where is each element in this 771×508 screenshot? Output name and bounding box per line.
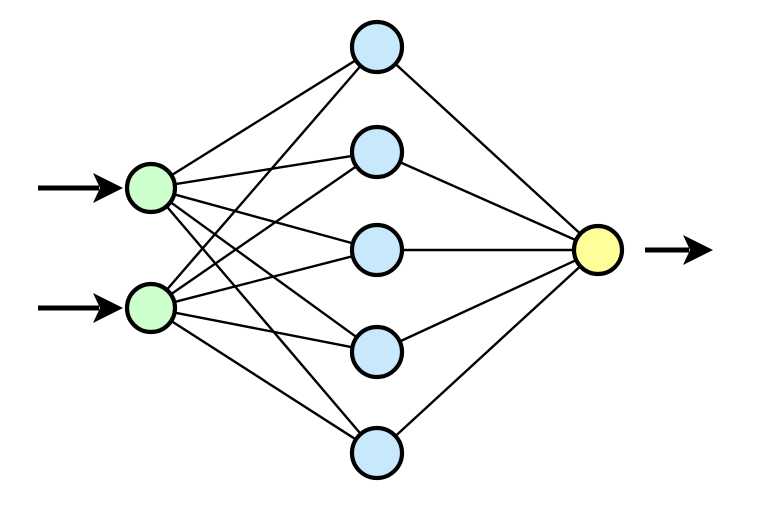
node-h1[interactable] [349,19,405,75]
edge-h4-o1 [397,258,579,344]
edge-i2-h1 [164,63,363,293]
edge-i1-h5 [164,203,363,437]
node-o1[interactable] [571,223,625,277]
input-arrow-1 [38,173,123,203]
node-i1[interactable] [124,161,178,215]
node-h2[interactable] [349,124,405,180]
output-arrow-1 [645,235,713,265]
edge-i1-h3 [171,192,356,245]
edge-i2-h2 [168,164,359,297]
edge-i2-h3 [171,254,356,304]
edge-h1-o1 [393,61,583,236]
node-h4[interactable] [349,324,405,380]
input-arrow-2-head [93,293,123,323]
input-arrow-1-head [93,173,123,203]
io-arrows-group [38,173,713,323]
edge-i1-h1 [168,58,359,178]
edges-group [164,58,583,442]
edge-i1-h4 [168,200,360,340]
node-h3[interactable] [349,222,405,278]
input-arrow-2 [38,293,123,323]
node-h5[interactable] [349,425,405,481]
edge-i1-h2 [172,154,355,186]
output-arrow-1-head [683,235,713,265]
edge-i2-h5 [168,318,359,442]
edge-h2-o1 [397,160,579,243]
edge-i2-h4 [171,311,356,349]
edge-h5-o1 [393,264,583,439]
nodes-group [124,19,625,481]
node-i2[interactable] [124,281,178,335]
